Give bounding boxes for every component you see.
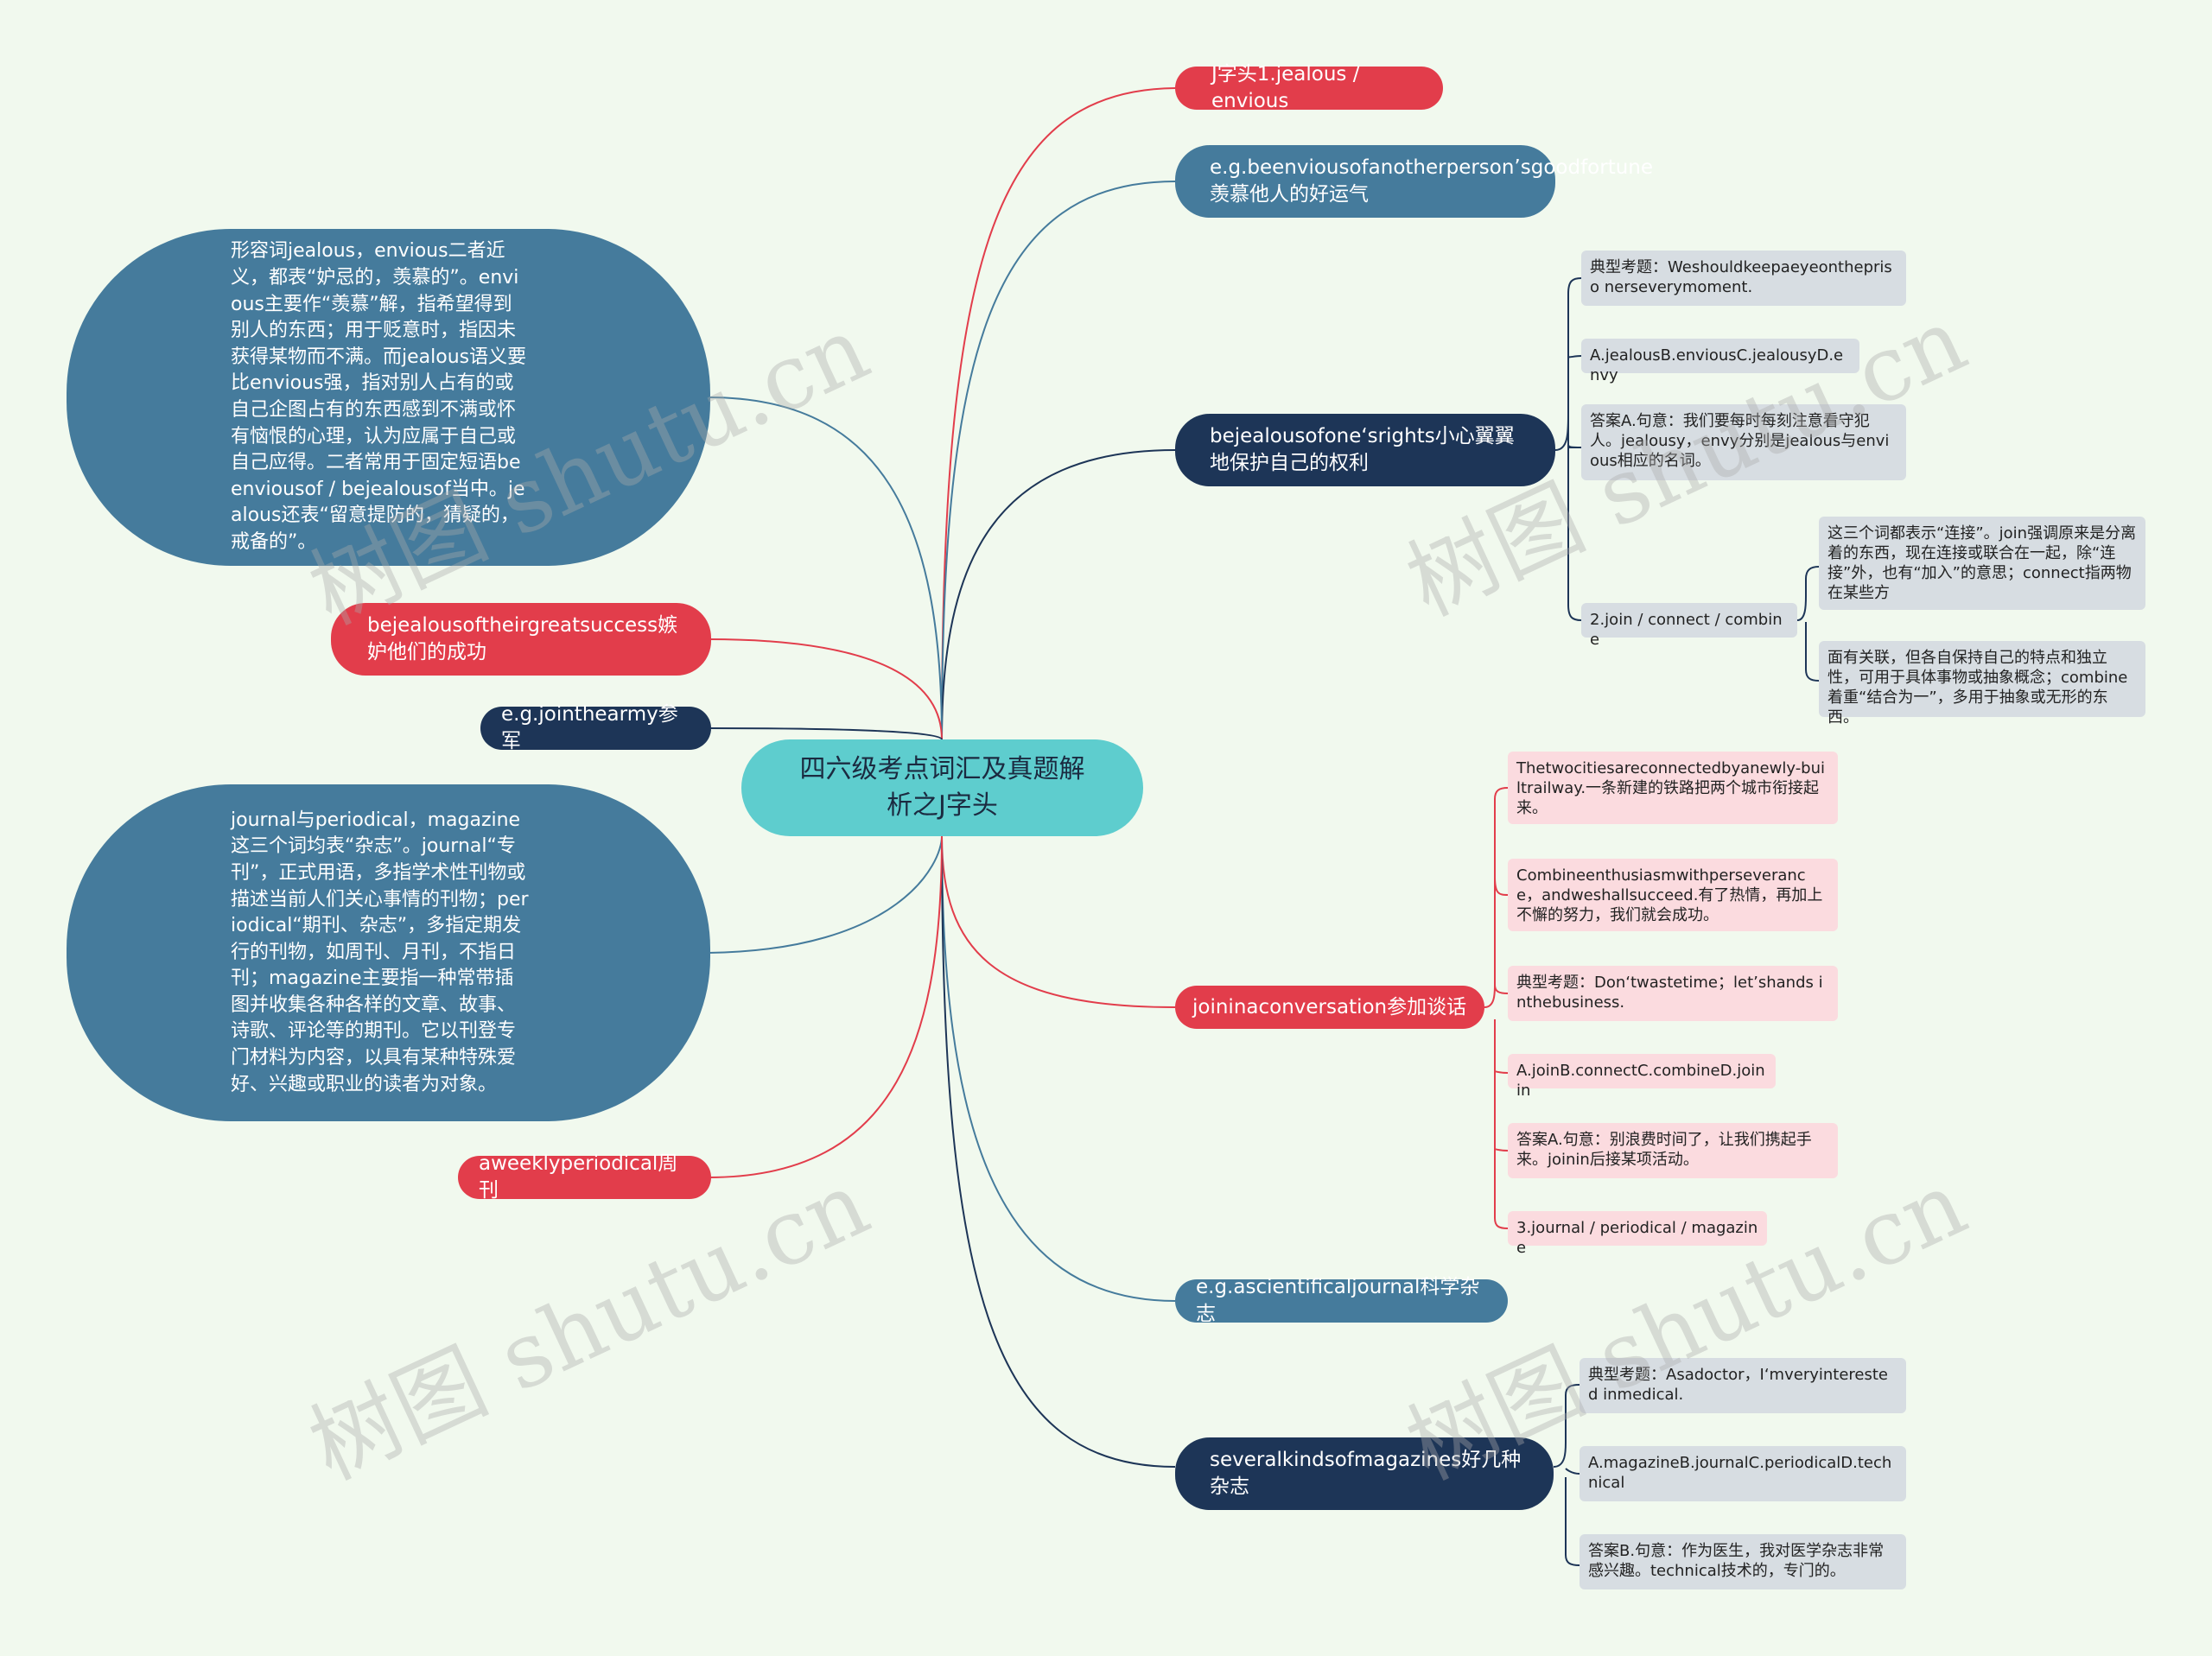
bracket-r4 <box>1484 787 1509 1229</box>
note-journal-periodical-magazine: 3.journal / periodical / magazine <box>1508 1211 1767 1257</box>
link-r4 <box>941 835 1176 1008</box>
link-r6 <box>941 835 1176 1468</box>
topic-jealous-envious-explanation[interactable]: 形容词jealous，envious二者近义，都表“妒忌的，羡慕的”。envio… <box>67 229 710 566</box>
link-r3 <box>941 449 1176 740</box>
note-options-2: A.joinB.connectC.combineD.joinin <box>1508 1054 1776 1100</box>
central-topic[interactable]: 四六级考点词汇及真题解析之J字头 <box>741 739 1143 836</box>
note-answer-2: 答案A.句意：别浪费时间了，让我们携起手来。joinin后接某项活动。 <box>1508 1123 1838 1178</box>
note-join-explain-2: 面有关联，但各自保持自己的特点和独立性，可用于具体事物或抽象概念；combine… <box>1819 641 2145 726</box>
link-l3 <box>708 727 943 740</box>
explanation-text-1: 形容词jealous，envious二者近义，都表“妒忌的，羡慕的”。envio… <box>231 240 527 553</box>
note-join-connect-combine: 2.join / connect / combine <box>1581 603 1797 649</box>
note-options-3: A.magazineB.journalC.periodicalD.technic… <box>1580 1446 1906 1501</box>
link-r2 <box>941 181 1176 740</box>
note-answer-1: 答案A.句意：我们要每时每刻注意看守犯人。jealousy，envy分别是jea… <box>1581 404 1906 480</box>
topic-jealous-envious[interactable]: J字头1.jealous / envious <box>1175 63 1443 112</box>
note-answer-3: 答案B.句意：作为医生，我对医学杂志非常感兴趣。technical技术的，专门的… <box>1580 1534 1906 1589</box>
topic-weekly-periodical[interactable]: aweeklyperiodical周刊 <box>458 1152 711 1202</box>
note-join-explain-1: 这三个词都表示“连接”。join强调原来是分离着的东西，现在连接或联合在一起，除… <box>1819 517 2145 610</box>
topic-journal-explanation[interactable]: journal与periodical，magazine这三个词均表“杂志”。jo… <box>67 784 710 1121</box>
topic-envious-example[interactable]: e.g.beenviousofanotherperson’sgoodfortun… <box>1175 145 1653 218</box>
topic-magazines[interactable]: severalkindsofmagazines好几种杂志 <box>1175 1437 1554 1510</box>
topic-join-in-conversation[interactable]: joininaconversation参加谈话 <box>1175 986 1484 1029</box>
explanation-text-2: journal与periodical，magazine这三个词均表“杂志”。jo… <box>231 809 529 1095</box>
link-l1 <box>708 397 943 740</box>
note-exam-question-2: 典型考题：Don‘twastetime；let’shands inthebusi… <box>1508 966 1838 1021</box>
topic-scientific-journal[interactable]: e.g.ascientificaljournal科学杂志 <box>1175 1276 1508 1325</box>
topic-join-army[interactable]: e.g.jointhearmy参军 <box>480 703 711 752</box>
link-l2 <box>708 638 943 740</box>
note-exam-question-3: 典型考题：Asadoctor，I‘mveryinterested inmedic… <box>1580 1358 1906 1413</box>
link-r5 <box>941 835 1176 1302</box>
bracket-r3-b <box>1567 415 1582 448</box>
note-example-combine: Combineenthusiasmwithperseverance，andwes… <box>1508 859 1838 931</box>
link-l4 <box>708 835 943 954</box>
note-exam-question-1: 典型考题：Weshouldkeepaeyeonthepriso nersever… <box>1581 251 1906 306</box>
topic-jealous-rights[interactable]: bejealousofone‘srights小心翼翼地保护自己的权利 <box>1175 414 1555 486</box>
link-r1 <box>941 87 1176 740</box>
note-example-connected: Thetwocitiesareconnectedbyanewly-builtra… <box>1508 752 1838 824</box>
note-options-1: A.jealousB.enviousC.jealousyD.envy <box>1581 339 1859 384</box>
topic-jealous-of-success[interactable]: bejealousoftheirgreatsuccess嫉妒他们的成功 <box>331 603 711 676</box>
bracket-join <box>1796 566 1820 682</box>
bracket-r3 <box>1554 277 1582 621</box>
link-l5 <box>708 835 943 1178</box>
bracket-r6 <box>1553 1384 1580 1566</box>
